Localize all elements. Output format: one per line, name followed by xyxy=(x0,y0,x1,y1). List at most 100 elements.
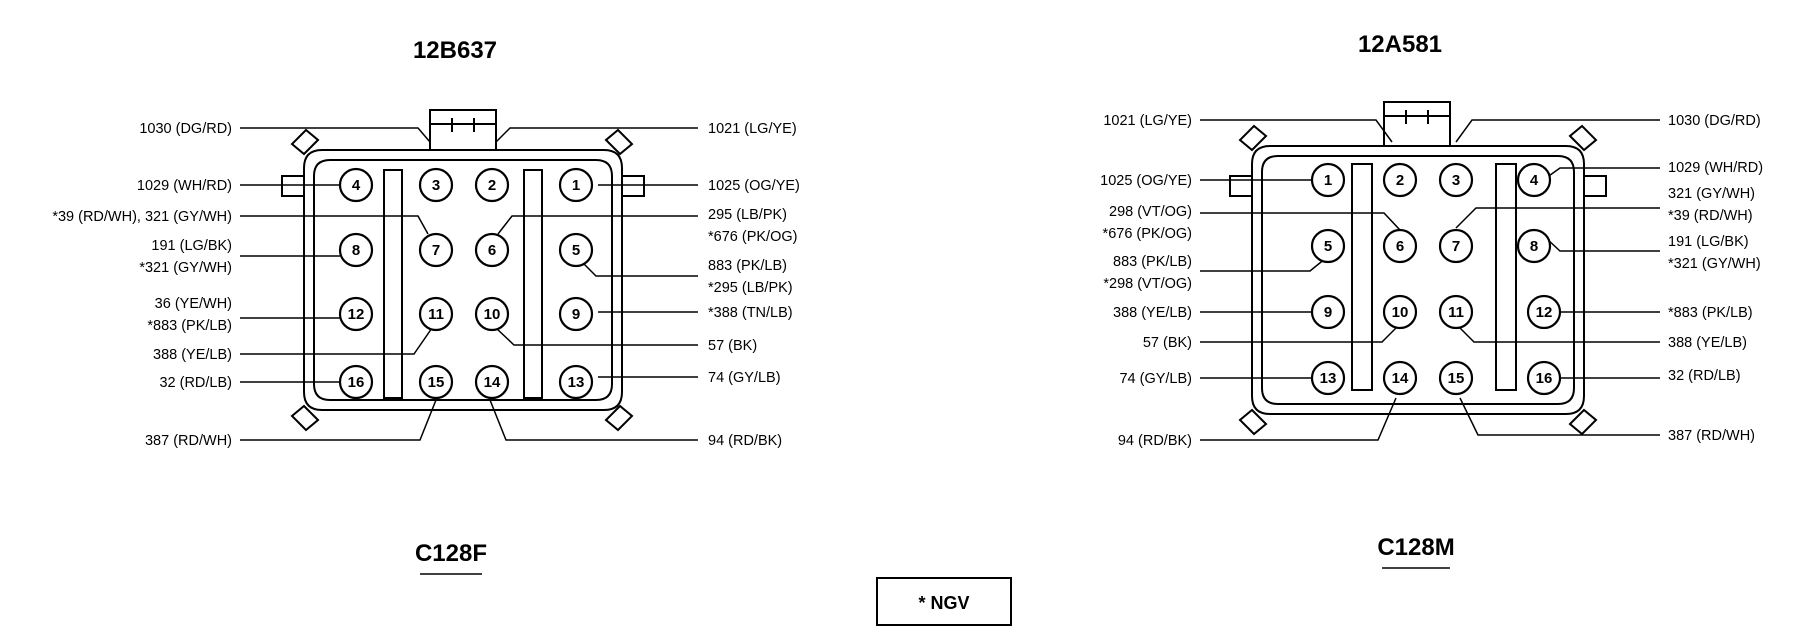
wire-label: 57 (BK) xyxy=(708,338,757,354)
pin-1: 1 xyxy=(1310,162,1346,198)
wire-labels-right: 1030 (DG/RD) 1029 (WH/RD) 321 (GY/WH) *3… xyxy=(1668,113,1763,444)
connector-id-left: C128F xyxy=(415,540,487,567)
svg-text:15: 15 xyxy=(428,374,445,391)
connector-housing-right xyxy=(1251,145,1585,415)
keying-bar-right xyxy=(1495,163,1517,391)
wire-label: 298 (VT/OG) xyxy=(1109,204,1192,220)
svg-text:4: 4 xyxy=(1530,172,1539,189)
pin-15: 15 xyxy=(418,364,454,400)
svg-text:9: 9 xyxy=(1324,304,1332,321)
pin-7: 7 xyxy=(418,232,454,268)
pin-10: 10 xyxy=(474,296,510,332)
wire-label: 94 (RD/BK) xyxy=(1118,433,1192,449)
ear-left xyxy=(1229,175,1252,197)
pin-9: 9 xyxy=(558,296,594,332)
pin-13: 13 xyxy=(558,364,594,400)
wire-label: *39 (RD/WH), 321 (GY/WH) xyxy=(52,209,232,225)
pin-12: 12 xyxy=(338,296,374,332)
pin-1: 1 xyxy=(558,167,594,203)
svg-text:2: 2 xyxy=(1396,172,1404,189)
svg-text:6: 6 xyxy=(488,242,496,259)
svg-text:3: 3 xyxy=(432,177,440,194)
svg-text:9: 9 xyxy=(572,306,580,323)
wire-label: *321 (GY/WH) xyxy=(139,260,232,276)
svg-text:1: 1 xyxy=(572,177,580,194)
wires-left xyxy=(240,127,698,441)
wire-label: 94 (RD/BK) xyxy=(708,433,782,449)
wire-label: 32 (RD/LB) xyxy=(159,375,232,391)
wire-label: 388 (YE/LB) xyxy=(1113,305,1192,321)
corner-latch xyxy=(1238,408,1268,436)
pin-13: 13 xyxy=(1310,360,1346,396)
part-number-right: 12A581 xyxy=(1358,31,1442,58)
wire-labels-right: 1021 (LG/YE) 1025 (OG/YE) 295 (LB/PK) *6… xyxy=(708,121,800,449)
pin-7: 7 xyxy=(1438,228,1474,264)
svg-text:7: 7 xyxy=(1452,238,1460,255)
svg-text:8: 8 xyxy=(1530,238,1538,255)
svg-text:14: 14 xyxy=(1392,370,1409,387)
keying-bar-left xyxy=(383,169,403,399)
corner-latch xyxy=(604,404,634,432)
locking-tab-right xyxy=(1383,101,1451,147)
corner-latch xyxy=(1568,124,1598,152)
wire-labels-left: 1030 (DG/RD) 1029 (WH/RD) *39 (RD/WH), 3… xyxy=(52,121,232,449)
connector-c128f: 12B637 xyxy=(52,37,800,575)
svg-text:1: 1 xyxy=(1324,172,1332,189)
wire-label: *321 (GY/WH) xyxy=(1668,256,1761,272)
corner-latch xyxy=(290,128,320,156)
pin-2: 2 xyxy=(1382,162,1418,198)
wire-label: 1021 (LG/YE) xyxy=(1103,113,1192,129)
wire-label: *295 (LB/PK) xyxy=(708,280,793,296)
wire-label: 32 (RD/LB) xyxy=(1668,368,1741,384)
svg-text:10: 10 xyxy=(1392,304,1409,321)
svg-text:15: 15 xyxy=(1448,370,1465,387)
wire-label: 388 (YE/LB) xyxy=(1668,335,1747,351)
part-number-left: 12B637 xyxy=(413,37,497,64)
pin-8: 8 xyxy=(338,232,374,268)
pins-left: 4 3 2 1 8 7 6 5 12 11 10 9 16 15 14 13 xyxy=(338,167,594,400)
wire-label: 321 (GY/WH) xyxy=(1668,186,1755,202)
corner-latch xyxy=(1238,124,1268,152)
wire-label: 1030 (DG/RD) xyxy=(139,121,232,137)
svg-text:4: 4 xyxy=(352,177,361,194)
svg-text:10: 10 xyxy=(484,306,501,323)
pin-15: 15 xyxy=(1438,360,1474,396)
svg-text:11: 11 xyxy=(1448,304,1464,321)
legend-box: * NGV xyxy=(876,577,1012,626)
ear-right xyxy=(622,175,645,197)
svg-text:16: 16 xyxy=(1536,370,1553,387)
svg-text:8: 8 xyxy=(352,242,360,259)
pin-16: 16 xyxy=(1526,360,1562,396)
pins-right: 1 2 3 4 5 6 7 8 9 10 11 12 13 14 15 16 xyxy=(1310,162,1562,396)
svg-text:5: 5 xyxy=(572,242,580,259)
corner-latch xyxy=(290,404,320,432)
connector-c128m: 12A581 xyxy=(1100,31,1763,569)
wire-label: *676 (PK/OG) xyxy=(1103,226,1192,242)
keying-bar-left xyxy=(1351,163,1373,391)
pin-5: 5 xyxy=(558,232,594,268)
svg-text:13: 13 xyxy=(1320,370,1337,387)
ear-left xyxy=(281,175,304,197)
wire-label: 1029 (WH/RD) xyxy=(137,178,232,194)
wire-labels-left: 1021 (LG/YE) 1025 (OG/YE) 298 (VT/OG) *6… xyxy=(1100,113,1192,449)
wire-label: *39 (RD/WH) xyxy=(1668,208,1753,224)
wire-label: *388 (TN/LB) xyxy=(708,305,793,321)
pin-11: 11 xyxy=(1438,294,1474,330)
svg-text:14: 14 xyxy=(484,374,501,391)
wire-label: 191 (LG/BK) xyxy=(151,238,232,254)
pin-3: 3 xyxy=(1438,162,1474,198)
wire-label: 1030 (DG/RD) xyxy=(1668,113,1761,129)
wire-label: *883 (PK/LB) xyxy=(1668,305,1753,321)
wire-label: 1025 (OG/YE) xyxy=(708,178,800,194)
svg-text:16: 16 xyxy=(348,374,365,391)
pin-9: 9 xyxy=(1310,294,1346,330)
pin-3: 3 xyxy=(418,167,454,203)
pin-6: 6 xyxy=(1382,228,1418,264)
wire-label: 387 (RD/WH) xyxy=(145,433,232,449)
ear-right xyxy=(1584,175,1607,197)
wire-label: 387 (RD/WH) xyxy=(1668,428,1755,444)
wire-label: *298 (VT/OG) xyxy=(1103,276,1192,292)
wire-label: 1021 (LG/YE) xyxy=(708,121,797,137)
svg-text:2: 2 xyxy=(488,177,496,194)
wire-label: *883 (PK/LB) xyxy=(147,318,232,334)
